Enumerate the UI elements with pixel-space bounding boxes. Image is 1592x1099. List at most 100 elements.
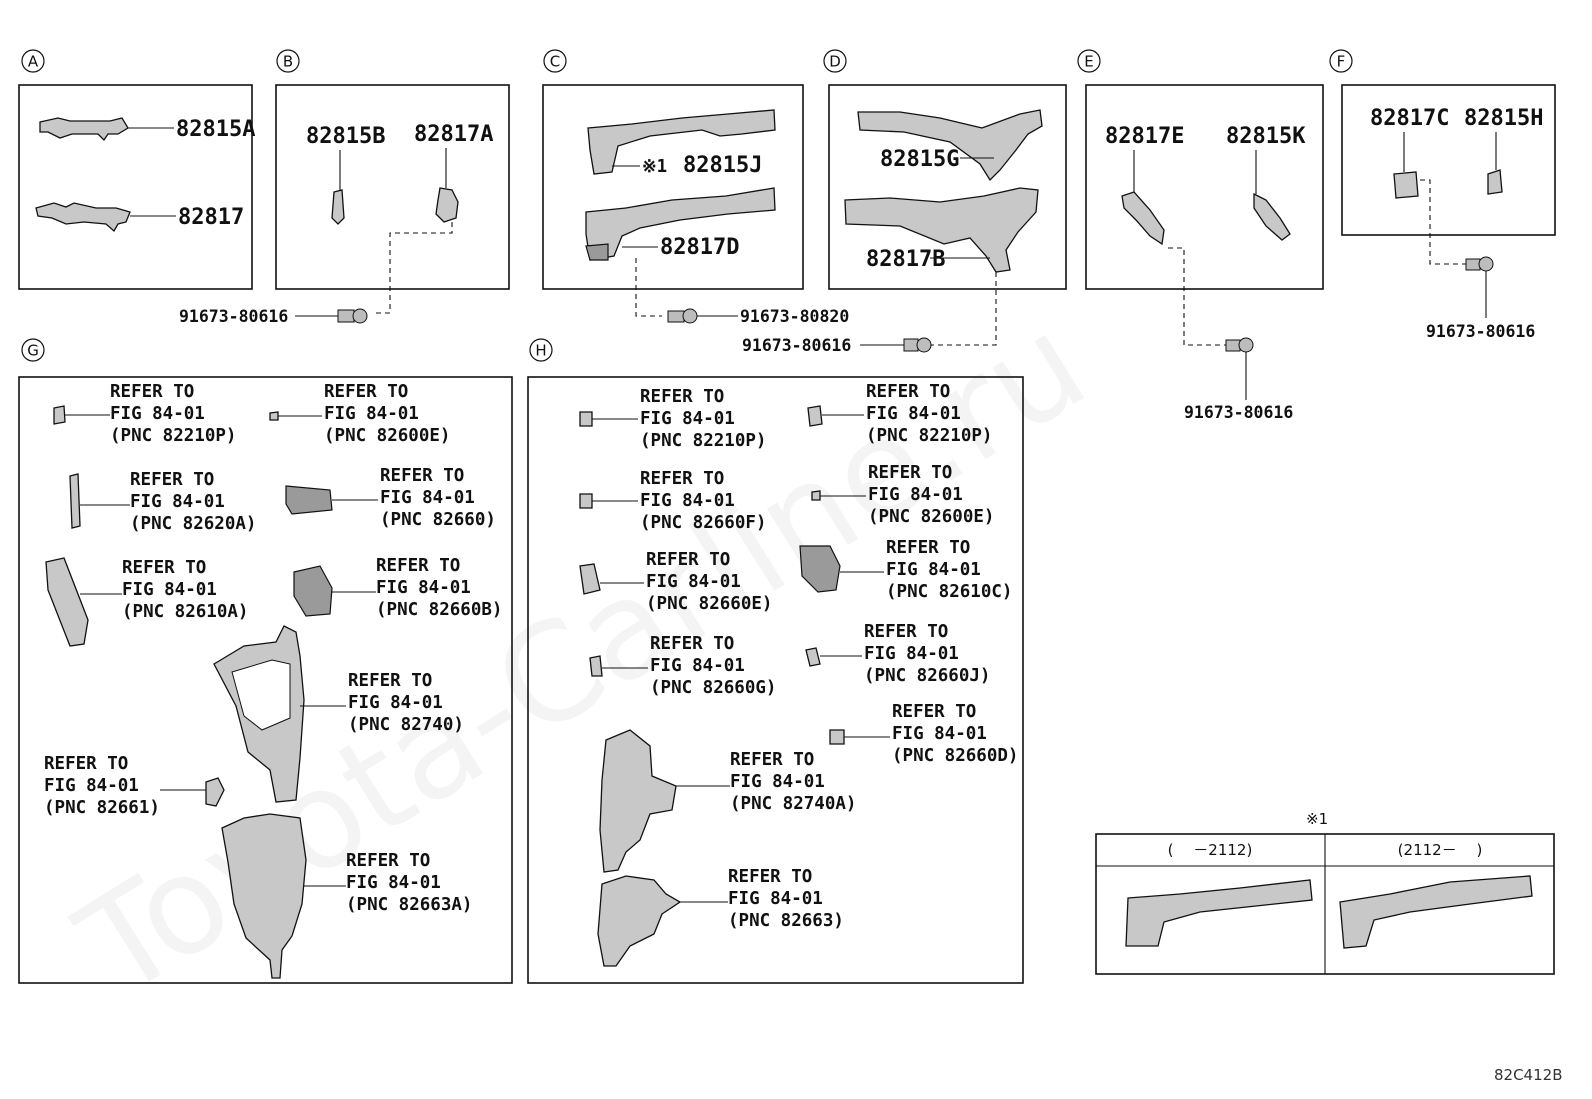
part-82817e-shape xyxy=(1121,191,1165,246)
refer-g-82610a: REFER TO FIG 84-01 (PNC 82610A) xyxy=(122,558,248,622)
refer-h-82660d: REFER TO FIG 84-01 (PNC 82660D) xyxy=(892,702,1018,766)
section-d: 82815G 82817B xyxy=(828,84,1067,346)
svg-text:G: G xyxy=(27,342,39,360)
bolt-91673-80616-d: 91673-80616 xyxy=(742,336,851,355)
svg-text:FIG 84-01: FIG 84-01 xyxy=(348,693,443,713)
svg-text:FIG 84-01: FIG 84-01 xyxy=(646,572,741,592)
part-82815a-shape xyxy=(39,117,129,142)
svg-text:(PNC 82661): (PNC 82661) xyxy=(44,798,160,818)
section-e: 82817E 82815K xyxy=(1085,84,1324,346)
svg-text:REFER TO: REFER TO xyxy=(868,463,952,483)
part-82815h-shape xyxy=(1487,169,1503,195)
svg-text:FIG 84-01: FIG 84-01 xyxy=(376,578,471,598)
section-marker-e: E xyxy=(1077,49,1101,73)
label-82817: 82817 xyxy=(178,205,244,230)
refer-h-82660f: REFER TO FIG 84-01 (PNC 82660F) xyxy=(640,469,766,533)
svg-text:REFER TO: REFER TO xyxy=(376,556,460,576)
svg-text:FIG 84-01: FIG 84-01 xyxy=(892,724,987,744)
svg-text:E: E xyxy=(1084,53,1093,71)
part-82815k-shape xyxy=(1253,192,1291,241)
svg-text:REFER TO: REFER TO xyxy=(44,754,128,774)
part-82817c-shape xyxy=(1393,171,1419,199)
svg-text:FIG 84-01: FIG 84-01 xyxy=(868,485,963,505)
section-marker-f: F xyxy=(1329,49,1353,73)
bolt-b: 91673-80616 xyxy=(179,307,368,326)
section-marker-h: H xyxy=(529,338,553,362)
part-82817a-shape xyxy=(435,187,459,223)
part-82815b-shape xyxy=(331,189,345,225)
svg-text:FIG 84-01: FIG 84-01 xyxy=(44,776,139,796)
svg-text:REFER TO: REFER TO xyxy=(892,702,976,722)
label-82815k: 82815K xyxy=(1226,124,1306,149)
refer-h-82210p: REFER TO FIG 84-01 (PNC 82210P) xyxy=(866,382,992,446)
svg-text:FIG 84-01: FIG 84-01 xyxy=(728,889,823,909)
label-82815g: 82815G xyxy=(880,147,959,172)
svg-text:FIG 84-01: FIG 84-01 xyxy=(730,772,825,792)
svg-text:(PNC 82660E): (PNC 82660E) xyxy=(646,594,772,614)
section-marker-a: A xyxy=(21,49,45,73)
note-variation-table: ※1 ( －2112) (2112－ ) xyxy=(1095,810,1555,975)
svg-text:FIG 84-01: FIG 84-01 xyxy=(380,488,475,508)
svg-text:A: A xyxy=(28,53,39,71)
bolt-91673-80820: 91673-80820 xyxy=(740,307,849,326)
refer-h-82660g: REFER TO FIG 84-01 (PNC 82660G) xyxy=(650,634,776,698)
svg-text:REFER TO: REFER TO xyxy=(640,469,724,489)
part-82815j-shape xyxy=(587,109,776,175)
svg-text:H: H xyxy=(535,342,546,360)
bolt-d: 91673-80616 xyxy=(742,336,932,355)
part-82817b-shape xyxy=(844,187,1039,273)
svg-text:REFER TO: REFER TO xyxy=(646,550,730,570)
section-f: 82817C 82815H xyxy=(1341,84,1556,265)
note-col1-header: ( －2112) xyxy=(1168,841,1253,859)
svg-text:REFER TO: REFER TO xyxy=(886,538,970,558)
section-h: REFER TO FIG 84-01 (PNC 82210P) REFER TO… xyxy=(527,376,1024,984)
svg-text:FIG 84-01: FIG 84-01 xyxy=(324,404,419,424)
svg-text:B: B xyxy=(283,53,293,71)
label-82815b: 82815B xyxy=(306,124,385,149)
note-mark: ※1 xyxy=(1306,810,1328,828)
svg-text:(PNC 82600E): (PNC 82600E) xyxy=(868,507,994,527)
svg-text:(PNC 82660B): (PNC 82660B) xyxy=(376,600,502,620)
svg-text:(PNC 82210P): (PNC 82210P) xyxy=(110,426,236,446)
refer-h-82663: REFER TO FIG 84-01 (PNC 82663) xyxy=(728,867,844,931)
refer-g-82600e: REFER TO FIG 84-01 (PNC 82600E) xyxy=(324,382,450,446)
section-marker-b: B xyxy=(276,49,300,73)
svg-text:REFER TO: REFER TO xyxy=(728,867,812,887)
refer-g-82661: REFER TO FIG 84-01 (PNC 82661) xyxy=(44,754,160,818)
svg-text:F: F xyxy=(1337,53,1346,71)
svg-text:(PNC 82600E): (PNC 82600E) xyxy=(324,426,450,446)
svg-text:FIG 84-01: FIG 84-01 xyxy=(130,492,225,512)
svg-text:REFER TO: REFER TO xyxy=(650,634,734,654)
refer-g-82620a: REFER TO FIG 84-01 (PNC 82620A) xyxy=(130,470,256,534)
section-a: 82815A 82817 xyxy=(18,84,255,290)
refer-g-82210p: REFER TO FIG 84-01 (PNC 82210P) xyxy=(110,382,236,446)
svg-text:REFER TO: REFER TO xyxy=(640,387,724,407)
refer-h-82610c: REFER TO FIG 84-01 (PNC 82610C) xyxy=(886,538,1012,602)
svg-text:(PNC 82740A): (PNC 82740A) xyxy=(730,794,856,814)
svg-text:FIG 84-01: FIG 84-01 xyxy=(864,644,959,664)
svg-text:FIG 84-01: FIG 84-01 xyxy=(866,404,961,424)
svg-text:(PNC 82663): (PNC 82663) xyxy=(728,911,844,931)
section-marker-g: G xyxy=(21,338,45,362)
svg-text:REFER TO: REFER TO xyxy=(110,382,194,402)
bolt-f: 91673-80616 xyxy=(1426,256,1535,341)
label-82817c: 82817C xyxy=(1370,106,1449,131)
svg-text:(PNC 82660F): (PNC 82660F) xyxy=(640,513,766,533)
section-c: ※1 82815J 82817D xyxy=(542,84,804,317)
svg-text:FIG 84-01: FIG 84-01 xyxy=(886,560,981,580)
svg-text:REFER TO: REFER TO xyxy=(380,466,464,486)
refer-g-82740: REFER TO FIG 84-01 (PNC 82740) xyxy=(348,671,464,735)
note-mark-c: ※1 xyxy=(642,157,667,177)
svg-text:(PNC 82210P): (PNC 82210P) xyxy=(866,426,992,446)
svg-text:FIG 84-01: FIG 84-01 xyxy=(640,491,735,511)
svg-text:(PNC 82610C): (PNC 82610C) xyxy=(886,582,1012,602)
refer-g-82660b: REFER TO FIG 84-01 (PNC 82660B) xyxy=(376,556,502,620)
svg-text:FIG 84-01: FIG 84-01 xyxy=(110,404,205,424)
refer-h-82660h: REFER TO FIG 84-01 (PNC 82210P) xyxy=(640,387,766,451)
svg-text:(PNC 82660G): (PNC 82660G) xyxy=(650,678,776,698)
refer-h-82600e: REFER TO FIG 84-01 (PNC 82600E) xyxy=(868,463,994,527)
svg-text:FIG 84-01: FIG 84-01 xyxy=(122,580,217,600)
bolt-91673-80616-f: 91673-80616 xyxy=(1426,322,1535,341)
svg-text:REFER TO: REFER TO xyxy=(346,851,430,871)
